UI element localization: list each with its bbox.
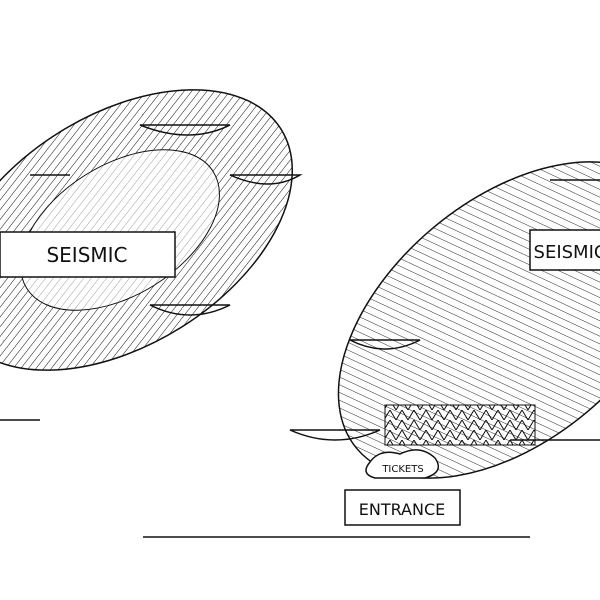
wheel-right-sign: SEISMIC <box>534 242 600 263</box>
wheel-left-sign: SEISMIC <box>46 243 127 267</box>
entrance-sign: ENTRANCE <box>359 500 446 519</box>
ticket-booth: TICKETS ENTRANCE <box>143 449 530 538</box>
left-wheel: SEISMIC <box>0 89 303 421</box>
right-wheel: SEISMIC <box>289 161 600 479</box>
ticket-sign: TICKETS <box>381 464 423 475</box>
